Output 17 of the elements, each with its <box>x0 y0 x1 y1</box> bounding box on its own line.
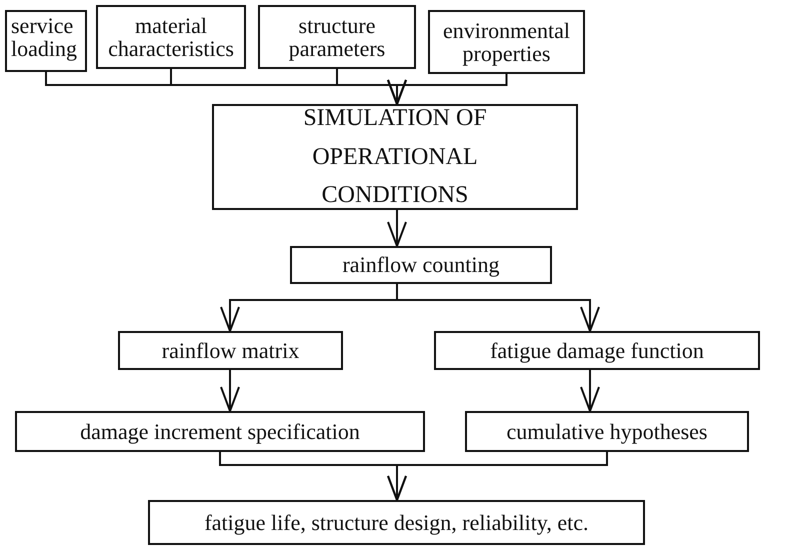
process-box: SIMULATION OF OPERATIONAL CONDITIONS <box>212 104 578 210</box>
process-box: service loading <box>5 10 87 72</box>
arrow <box>220 370 240 412</box>
process-box: fatigue damage function <box>434 331 760 370</box>
process-box: cumulative hypotheses <box>465 411 749 452</box>
process-box: material characteristics <box>96 5 246 69</box>
process-box: rainflow counting <box>290 246 552 284</box>
process-box: damage increment specification <box>15 411 425 452</box>
process-box: structure parameters <box>258 5 416 69</box>
arrow <box>387 452 608 501</box>
arrow <box>396 284 600 332</box>
process-box: rainflow matrix <box>118 331 343 370</box>
arrow <box>387 210 407 247</box>
arrow <box>387 74 508 105</box>
process-box: fatigue life, structure design, reliability, etc. <box>148 500 645 545</box>
process-box: environmental properties <box>428 10 585 74</box>
arrow <box>580 370 600 412</box>
